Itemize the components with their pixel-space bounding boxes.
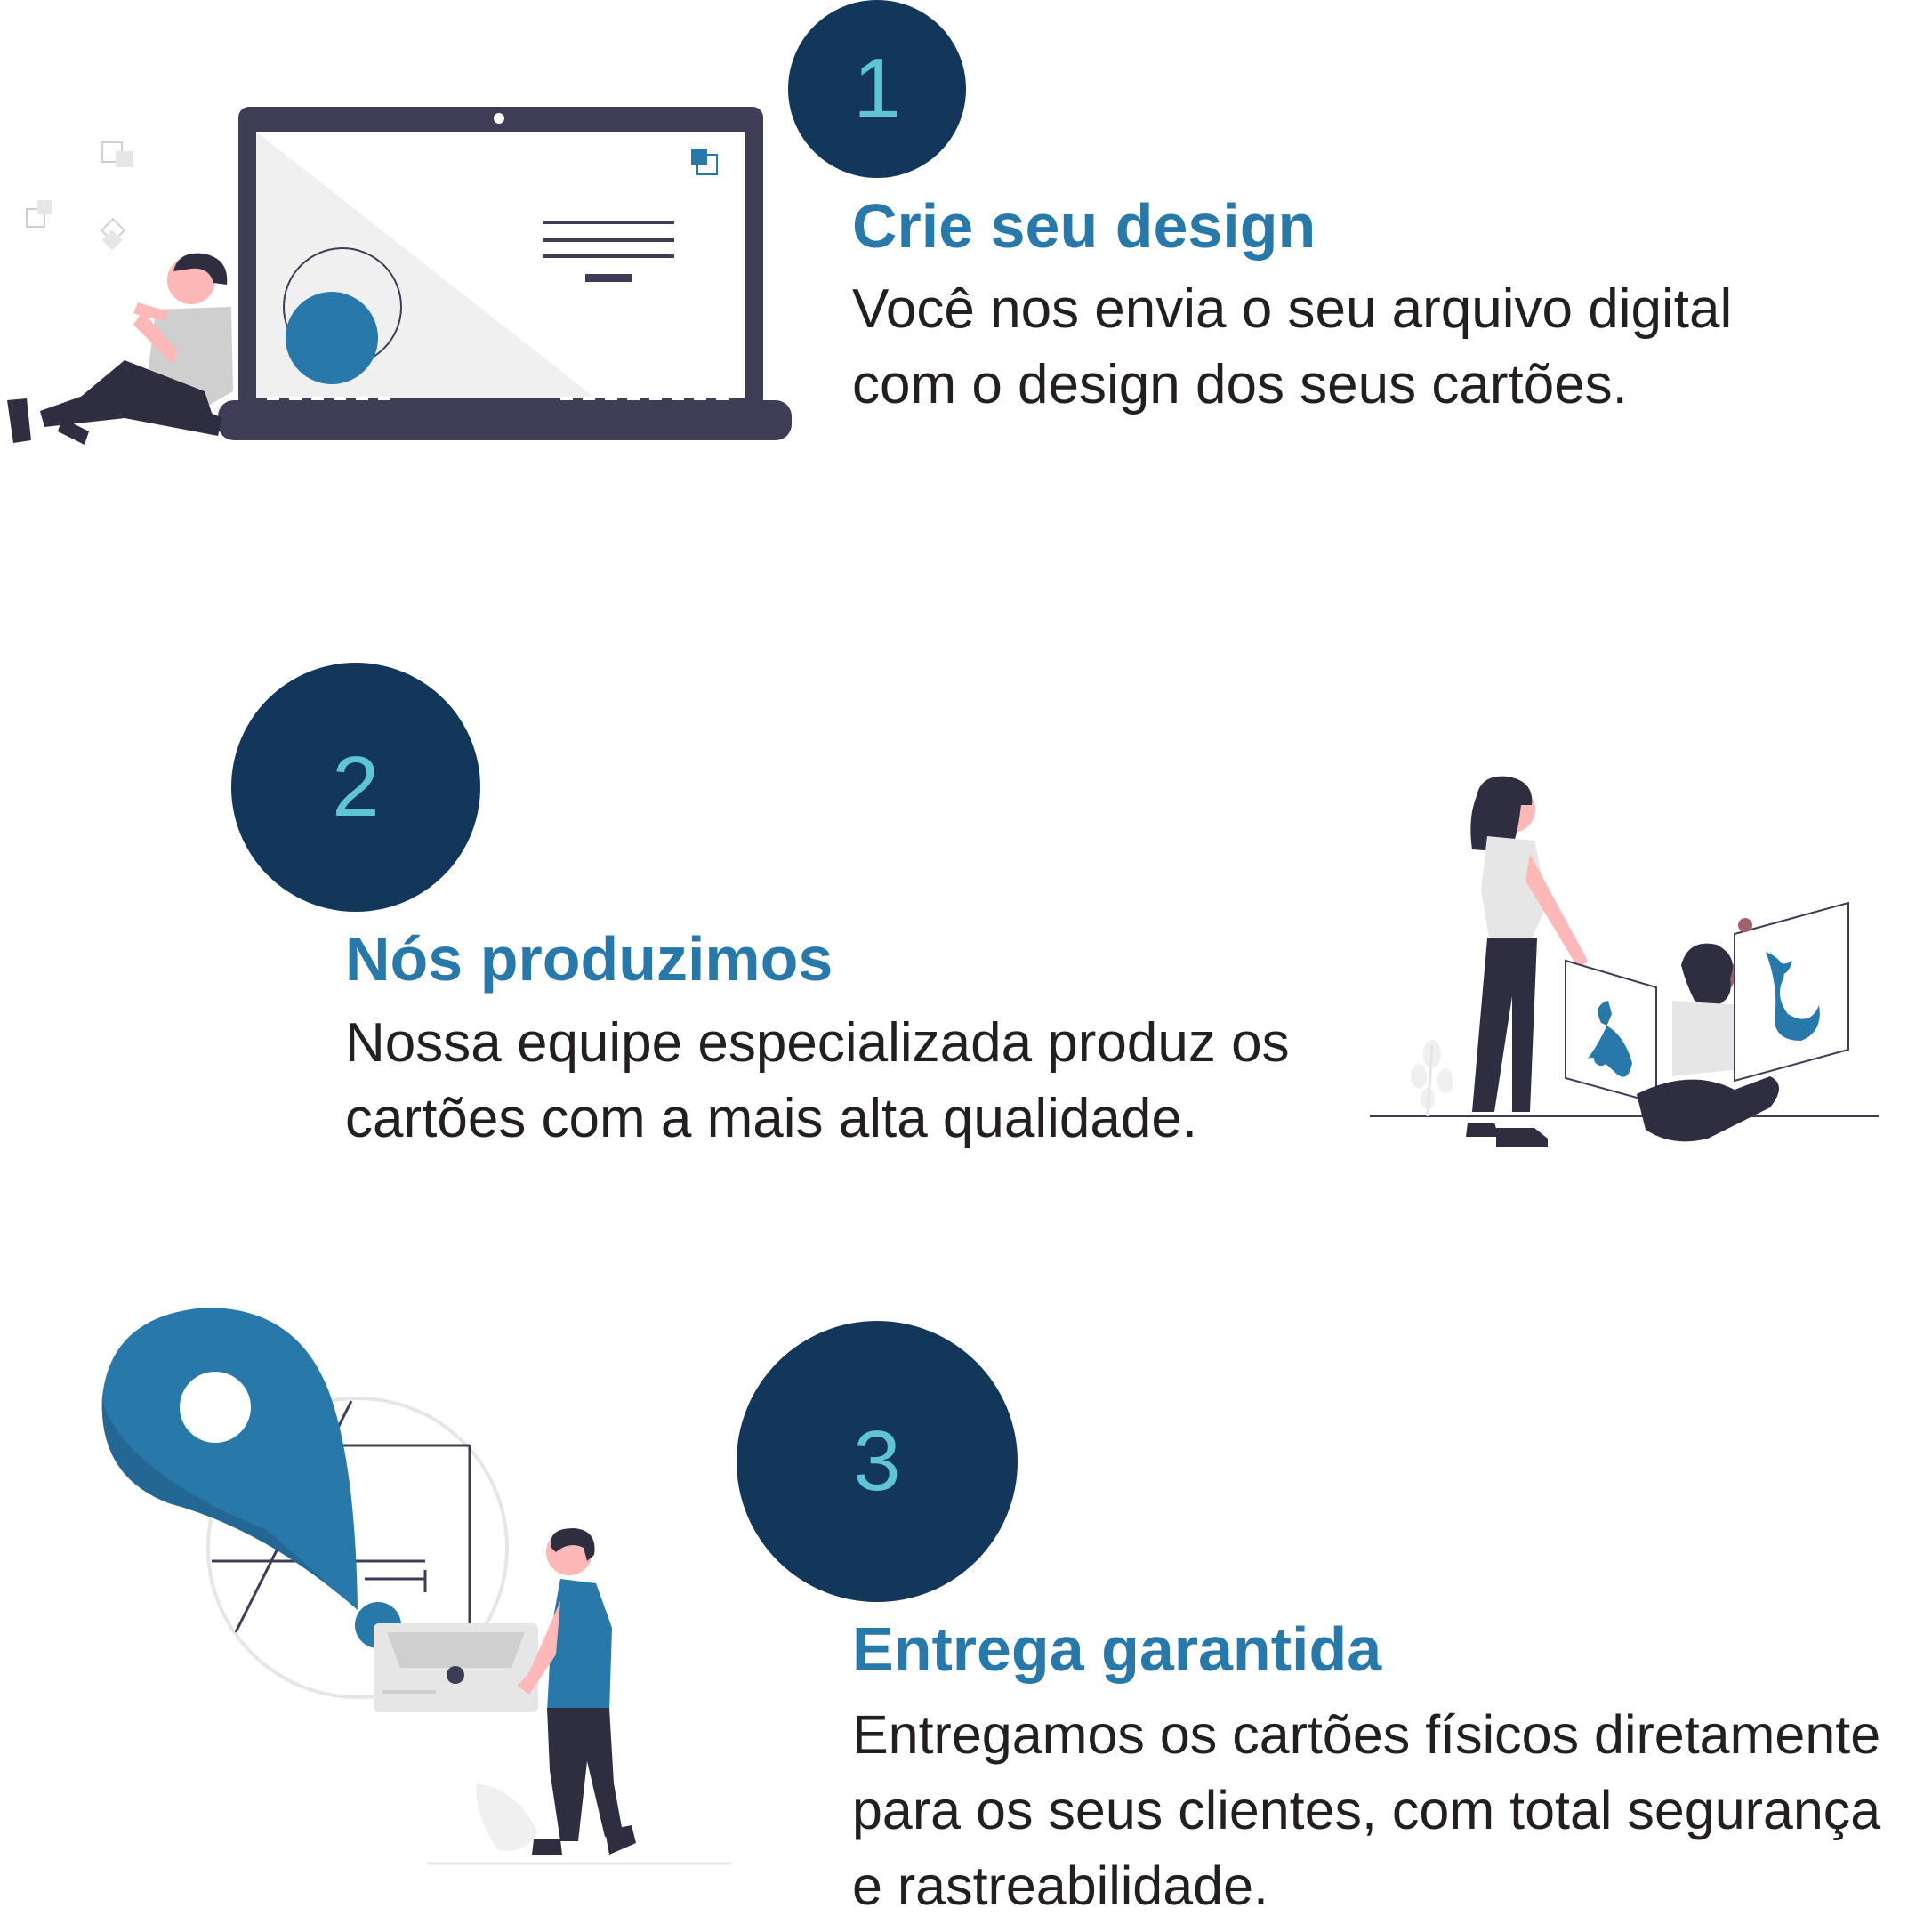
step-1-title: Crie seu design [852,191,1316,261]
delivery-person-illustration [374,1528,731,1865]
step-2-desc-line-1: Nossa equipe especializada produz os [345,1012,1290,1074]
laptop-illustration [7,107,792,445]
step-3-desc-line-3: e rastreabilidade. [852,1856,1268,1916]
step-3-desc-line-1: Entregamos os cartões físicos diretament… [852,1704,1881,1765]
step-1-desc-line-2: com o design dos seus cartões. [852,354,1628,415]
step-2-number: 2 [332,739,380,834]
step-2-number-badge: 2 [231,663,480,912]
map-pin-icon [101,1308,509,1699]
step-1-number-badge: 1 [788,0,966,178]
step-3-number: 3 [853,1413,901,1509]
step-2-description: Nossa equipe especializada produz os car… [345,1005,1290,1156]
step-3-number-badge: 3 [737,1321,1018,1602]
step-2-desc-line-2: cartões com a mais alta qualidade. [345,1088,1198,1149]
step-1-desc-line-1: Você nos envia o seu arquivo digital [852,278,1733,340]
step-3-title: Entrega garantida [852,1614,1382,1684]
step-1-number: 1 [853,41,901,136]
step-1-description: Você nos envia o seu arquivo digital com… [852,271,1732,423]
designers-illustration [1370,776,1879,1147]
step-3-description: Entregamos os cartões físicos diretament… [852,1697,1880,1924]
step-3-desc-line-2: para os seus clientes, com total seguran… [852,1780,1881,1840]
step-2-title: Nós produzimos [345,924,833,994]
